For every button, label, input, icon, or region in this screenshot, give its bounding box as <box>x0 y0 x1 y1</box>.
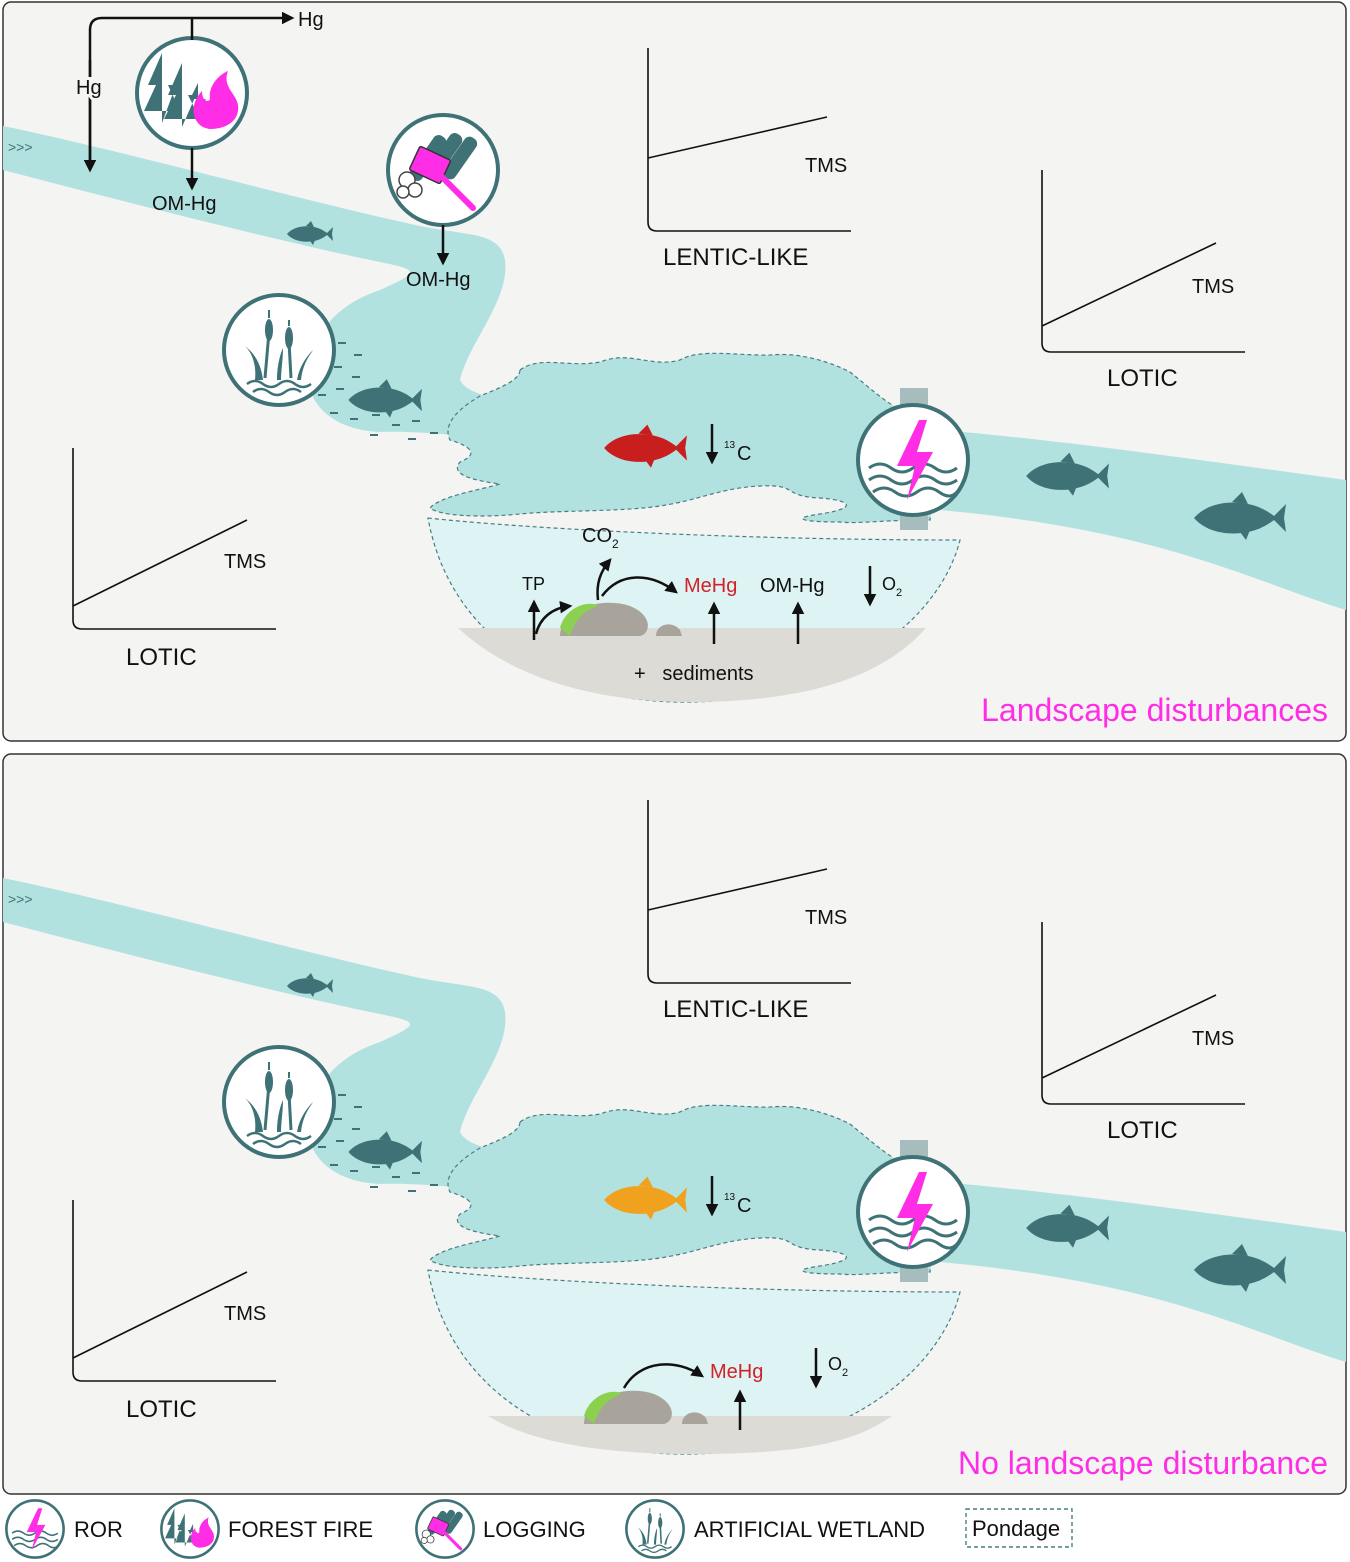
graph-left: TMS LOTIC <box>72 448 276 671</box>
mehg-label: MeHg <box>684 575 737 597</box>
panel-title: No landscape disturbance <box>958 1445 1328 1481</box>
logging-icon <box>415 1499 475 1559</box>
rock <box>584 1390 708 1424</box>
c13-label: C <box>737 1195 751 1217</box>
legend-item-forest-fire: FOREST FIRE <box>160 1499 373 1559</box>
graph-left-curve-label: TMS <box>224 1303 266 1325</box>
graph-right-axis-label: LOTIC <box>1107 1117 1178 1144</box>
graph-left-axis-label: LOTIC <box>126 1396 197 1423</box>
ror-icon <box>856 403 970 517</box>
legend-label: FOREST FIRE <box>228 1517 373 1542</box>
forest-fire-icon <box>160 1499 220 1559</box>
graph-left-curve-label: TMS <box>224 551 266 573</box>
flow-direction-mark: >>> <box>8 139 33 155</box>
rock <box>560 602 682 636</box>
graph-right-curve-label: TMS <box>1192 1028 1234 1050</box>
artificial-wetland-icon <box>222 1045 336 1159</box>
co2-label: CO2 <box>582 525 619 551</box>
graph-middle-axis-label: LENTIC-LIKE <box>663 996 808 1023</box>
logging-icon <box>386 113 500 227</box>
process-arrows <box>527 558 877 644</box>
legend-label: ARTIFICIAL WETLAND <box>694 1517 925 1542</box>
legend-item-pondage: Pondage <box>965 1508 1073 1548</box>
c13-label: C <box>737 443 751 465</box>
mehg-label: MeHg <box>710 1361 763 1383</box>
graph-right: TMS LOTIC <box>1041 170 1245 392</box>
graph-middle-axis-label: LENTIC-LIKE <box>663 244 808 271</box>
upstream-river <box>3 878 560 1192</box>
legend-item-artificial-wetland: ARTIFICIAL WETLAND <box>625 1499 925 1559</box>
graph-left <box>72 1200 276 1382</box>
panel-no-landscape-disturbance: >>> <box>2 753 1347 1495</box>
graph-right <box>1041 922 1245 1105</box>
sediment-bed <box>488 1416 892 1454</box>
hg-label-right: Hg <box>298 9 324 31</box>
artificial-wetland-icon <box>222 293 336 407</box>
forest-fire-icon <box>135 36 249 150</box>
legend-label: Pondage <box>972 1516 1060 1541</box>
tp-label: TP <box>522 574 545 594</box>
artificial-wetland-icon <box>625 1499 685 1559</box>
graph-right-curve-label: TMS <box>1192 276 1234 298</box>
o2-label: O2 <box>882 574 902 599</box>
graph-middle: TMS LENTIC-LIKE <box>647 48 851 271</box>
legend-item-logging: LOGGING <box>415 1499 586 1559</box>
c13-superscript: 13 <box>724 1192 736 1203</box>
o2-label: O2 <box>828 1354 848 1379</box>
c13-superscript: 13 <box>724 440 736 451</box>
hg-label-left: Hg <box>76 77 102 99</box>
legend: ROR FOREST FIRE LOGGING ARTIFICIAL WETLA… <box>5 1499 1073 1559</box>
wetland-sediment-dashes <box>316 342 438 440</box>
pondage-icon <box>965 1508 1073 1548</box>
graph-middle-curve-label: TMS <box>805 155 847 177</box>
pondage-lower <box>427 1269 961 1455</box>
graph-middle <box>647 800 851 984</box>
graph-left-axis-label: LOTIC <box>126 644 197 671</box>
process-arrows <box>622 1348 823 1430</box>
legend-item-ror: ROR <box>5 1499 123 1559</box>
ror-icon <box>5 1499 65 1559</box>
sediments-label: + sediments <box>634 663 754 685</box>
sediment-bed <box>458 628 926 702</box>
hg-inputs <box>83 11 450 266</box>
omhg-logging-label: OM-Hg <box>406 269 470 291</box>
legend-label: LOGGING <box>483 1517 586 1542</box>
omhg-pond-label: OM-Hg <box>760 575 824 597</box>
graph-right-axis-label: LOTIC <box>1107 365 1178 392</box>
ror-icon <box>856 1155 970 1269</box>
omhg-fire-label: OM-Hg <box>152 193 216 215</box>
panel-landscape-disturbances: >>> <box>2 1 1347 742</box>
flow-direction-mark: >>> <box>8 891 33 907</box>
upstream-river <box>3 126 560 440</box>
legend-label: ROR <box>74 1517 123 1542</box>
graph-middle-curve-label: TMS <box>805 907 847 929</box>
panel-title: Landscape disturbances <box>981 692 1328 728</box>
